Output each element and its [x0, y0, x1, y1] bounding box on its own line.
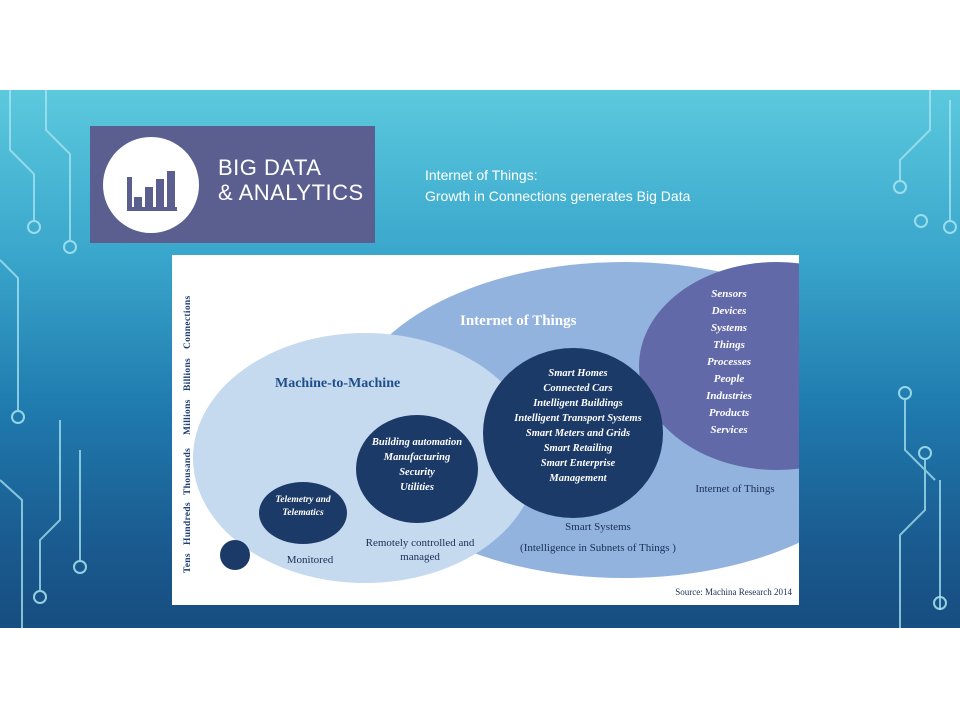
axis-label-billions: Billions — [183, 358, 193, 391]
iot-title: Internet of Things — [460, 313, 577, 329]
automation-item: Utilities — [400, 482, 434, 493]
smart-item: Intelligent Transport Systems — [513, 413, 641, 424]
telemetry-line: Telemetry and — [275, 495, 331, 505]
logo-line-1: BIG DATA — [218, 155, 322, 180]
logo-line-2: & ANALYTICS — [218, 180, 364, 205]
automation-item: Manufacturing — [383, 452, 451, 463]
iot-item: Systems — [711, 322, 747, 334]
smart-item: Smart Meters and Grids — [526, 428, 630, 439]
iot-item: Industries — [705, 390, 752, 402]
m2m-title: Machine-to-Machine — [275, 376, 400, 391]
label-iot-bottom: Internet of Things — [695, 483, 774, 495]
telemetry-circle — [259, 482, 347, 544]
smart-item: Intelligent Buildings — [532, 398, 623, 409]
slide-background: BIG DATA & ANALYTICS Internet of Things:… — [0, 90, 960, 628]
logo-text: BIG DATA & ANALYTICS — [218, 155, 364, 205]
source-note: Source: Machina Research 2014 — [675, 587, 792, 597]
axis-label-thousands: Thousands — [183, 448, 193, 495]
axis-label-connections: Connections — [183, 296, 193, 349]
iot-item: Sensors — [711, 288, 746, 300]
iot-item: People — [714, 373, 745, 385]
iot-item: Devices — [711, 305, 747, 317]
smart-item: Smart Homes — [548, 368, 607, 379]
label-monitored: Monitored — [287, 554, 334, 566]
automation-item: Security — [399, 467, 435, 478]
headline-line-1: Internet of Things: — [425, 167, 538, 183]
axis-label-tens: Tens — [183, 553, 193, 573]
automation-item: Building automation — [371, 437, 462, 448]
circuit-decoration — [0, 90, 957, 628]
label-smart-systems-line: Smart Systems — [565, 521, 631, 533]
iot-things-circle — [639, 262, 799, 470]
logo-circle — [103, 137, 199, 233]
slide-headline: Internet of Things: Growth in Connection… — [425, 165, 690, 207]
automation-circle — [356, 415, 478, 523]
label-remote-line: Remotely controlled and — [366, 537, 475, 549]
iot-diagram: Tens Hundreds Thousands Millions Billion… — [172, 255, 799, 605]
y-axis-labels: Tens Hundreds Thousands Millions Billion… — [183, 296, 193, 573]
telemetry-line: Telematics — [282, 508, 324, 518]
smart-item: Smart Retailing — [544, 443, 613, 454]
big-data-logo: BIG DATA & ANALYTICS — [90, 126, 375, 243]
iot-item: Services — [710, 424, 747, 436]
smart-item: Management — [548, 473, 607, 484]
smart-item: Connected Cars — [543, 383, 612, 394]
tens-circle — [220, 540, 250, 570]
smart-item: Smart Enterprise — [541, 458, 616, 469]
axis-label-hundreds: Hundreds — [183, 502, 193, 545]
label-smart-systems-line: (Intelligence in Subnets of Things ) — [520, 542, 676, 554]
axis-label-millions: Millions — [183, 399, 193, 435]
smart-systems-circle — [483, 348, 663, 518]
label-remote-line: managed — [400, 551, 440, 563]
iot-item: Products — [709, 407, 749, 419]
bar-chart-icon — [127, 171, 177, 211]
iot-item: Processes — [707, 356, 751, 368]
headline-line-2: Growth in Connections generates Big Data — [425, 188, 691, 204]
iot-item: Things — [713, 339, 745, 351]
